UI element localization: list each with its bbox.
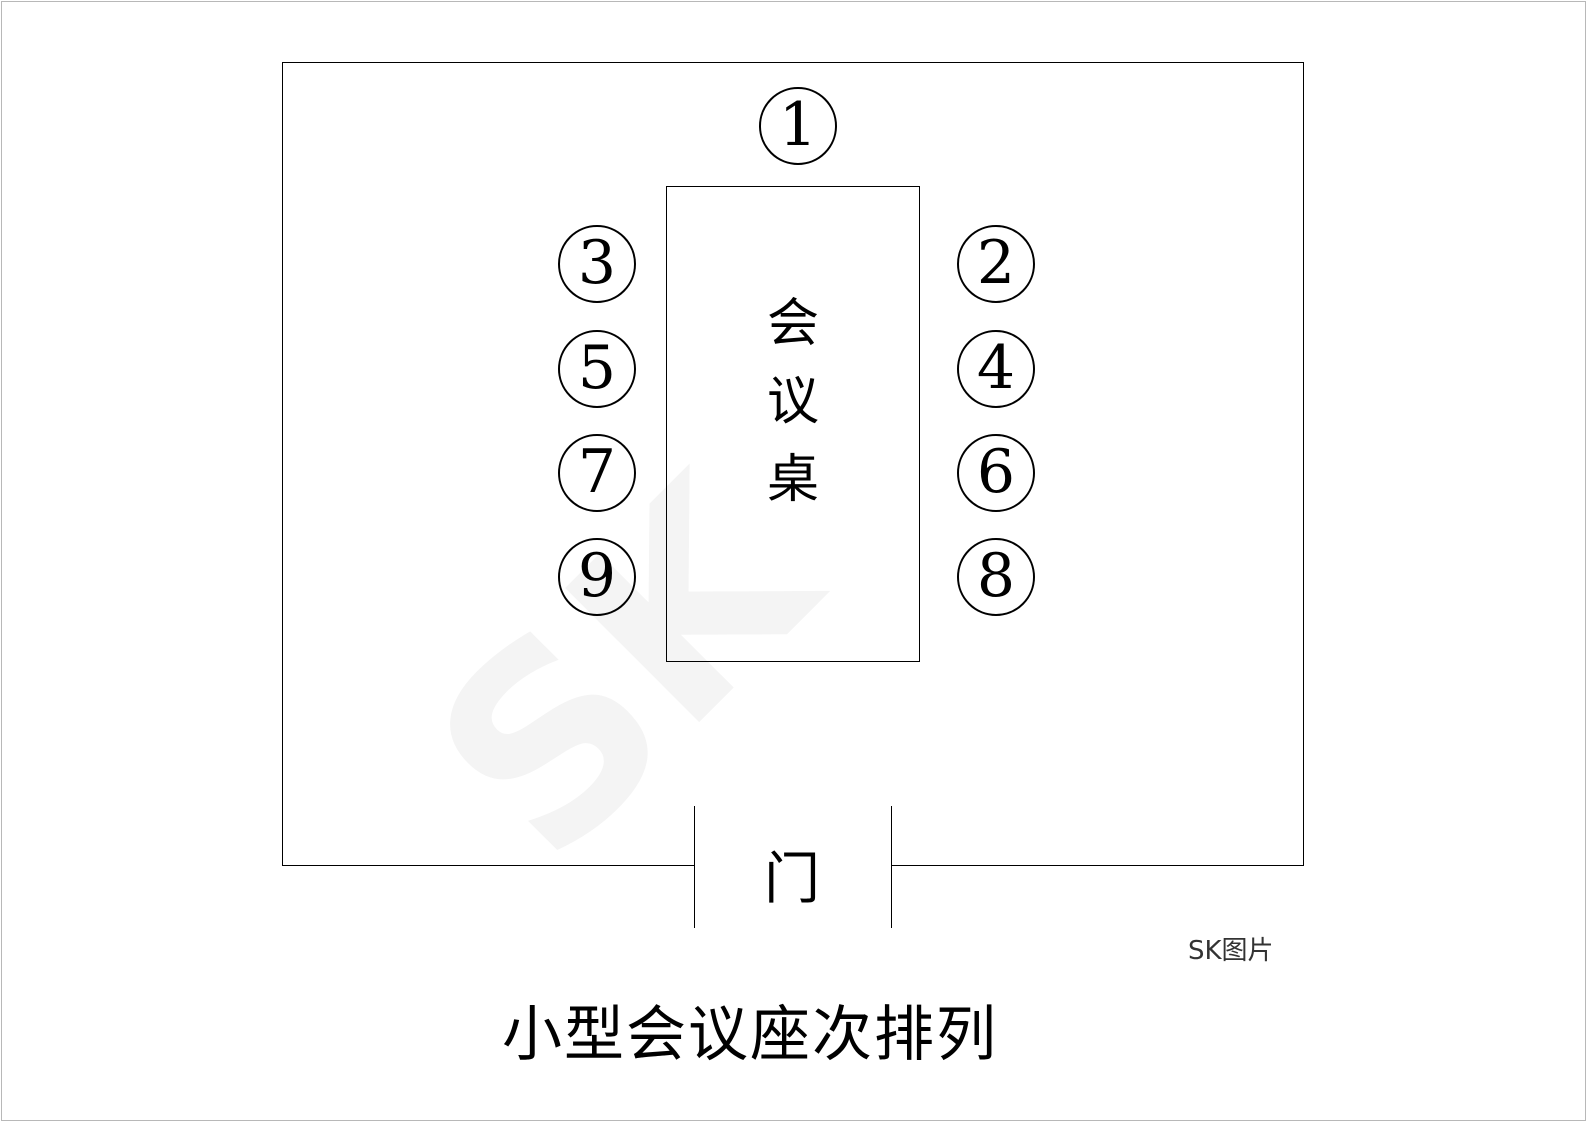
seat-3: 3 <box>558 225 636 303</box>
diagram-title: 小型会议座次排列 <box>502 1000 998 1070</box>
conference-table: 会 议 桌 <box>666 186 920 662</box>
door-opening <box>694 858 891 872</box>
seat-7: 7 <box>558 434 636 512</box>
door-post-left <box>694 806 695 928</box>
seat-4: 4 <box>957 330 1035 408</box>
door-label: 门 <box>764 847 820 912</box>
table-label-char-2: 议 <box>766 372 819 432</box>
table-label-char-3: 桌 <box>766 450 819 510</box>
table-label: 会 议 桌 <box>667 285 919 519</box>
seat-5: 5 <box>558 330 636 408</box>
table-label-char-1: 会 <box>766 294 819 354</box>
source-credit: SK图片 <box>1188 936 1274 966</box>
seat-6: 6 <box>957 434 1035 512</box>
seat-1: 1 <box>759 87 837 165</box>
seat-2: 2 <box>957 225 1035 303</box>
seat-9: 9 <box>558 538 636 616</box>
door-post-right <box>891 806 892 928</box>
seat-8: 8 <box>957 538 1035 616</box>
